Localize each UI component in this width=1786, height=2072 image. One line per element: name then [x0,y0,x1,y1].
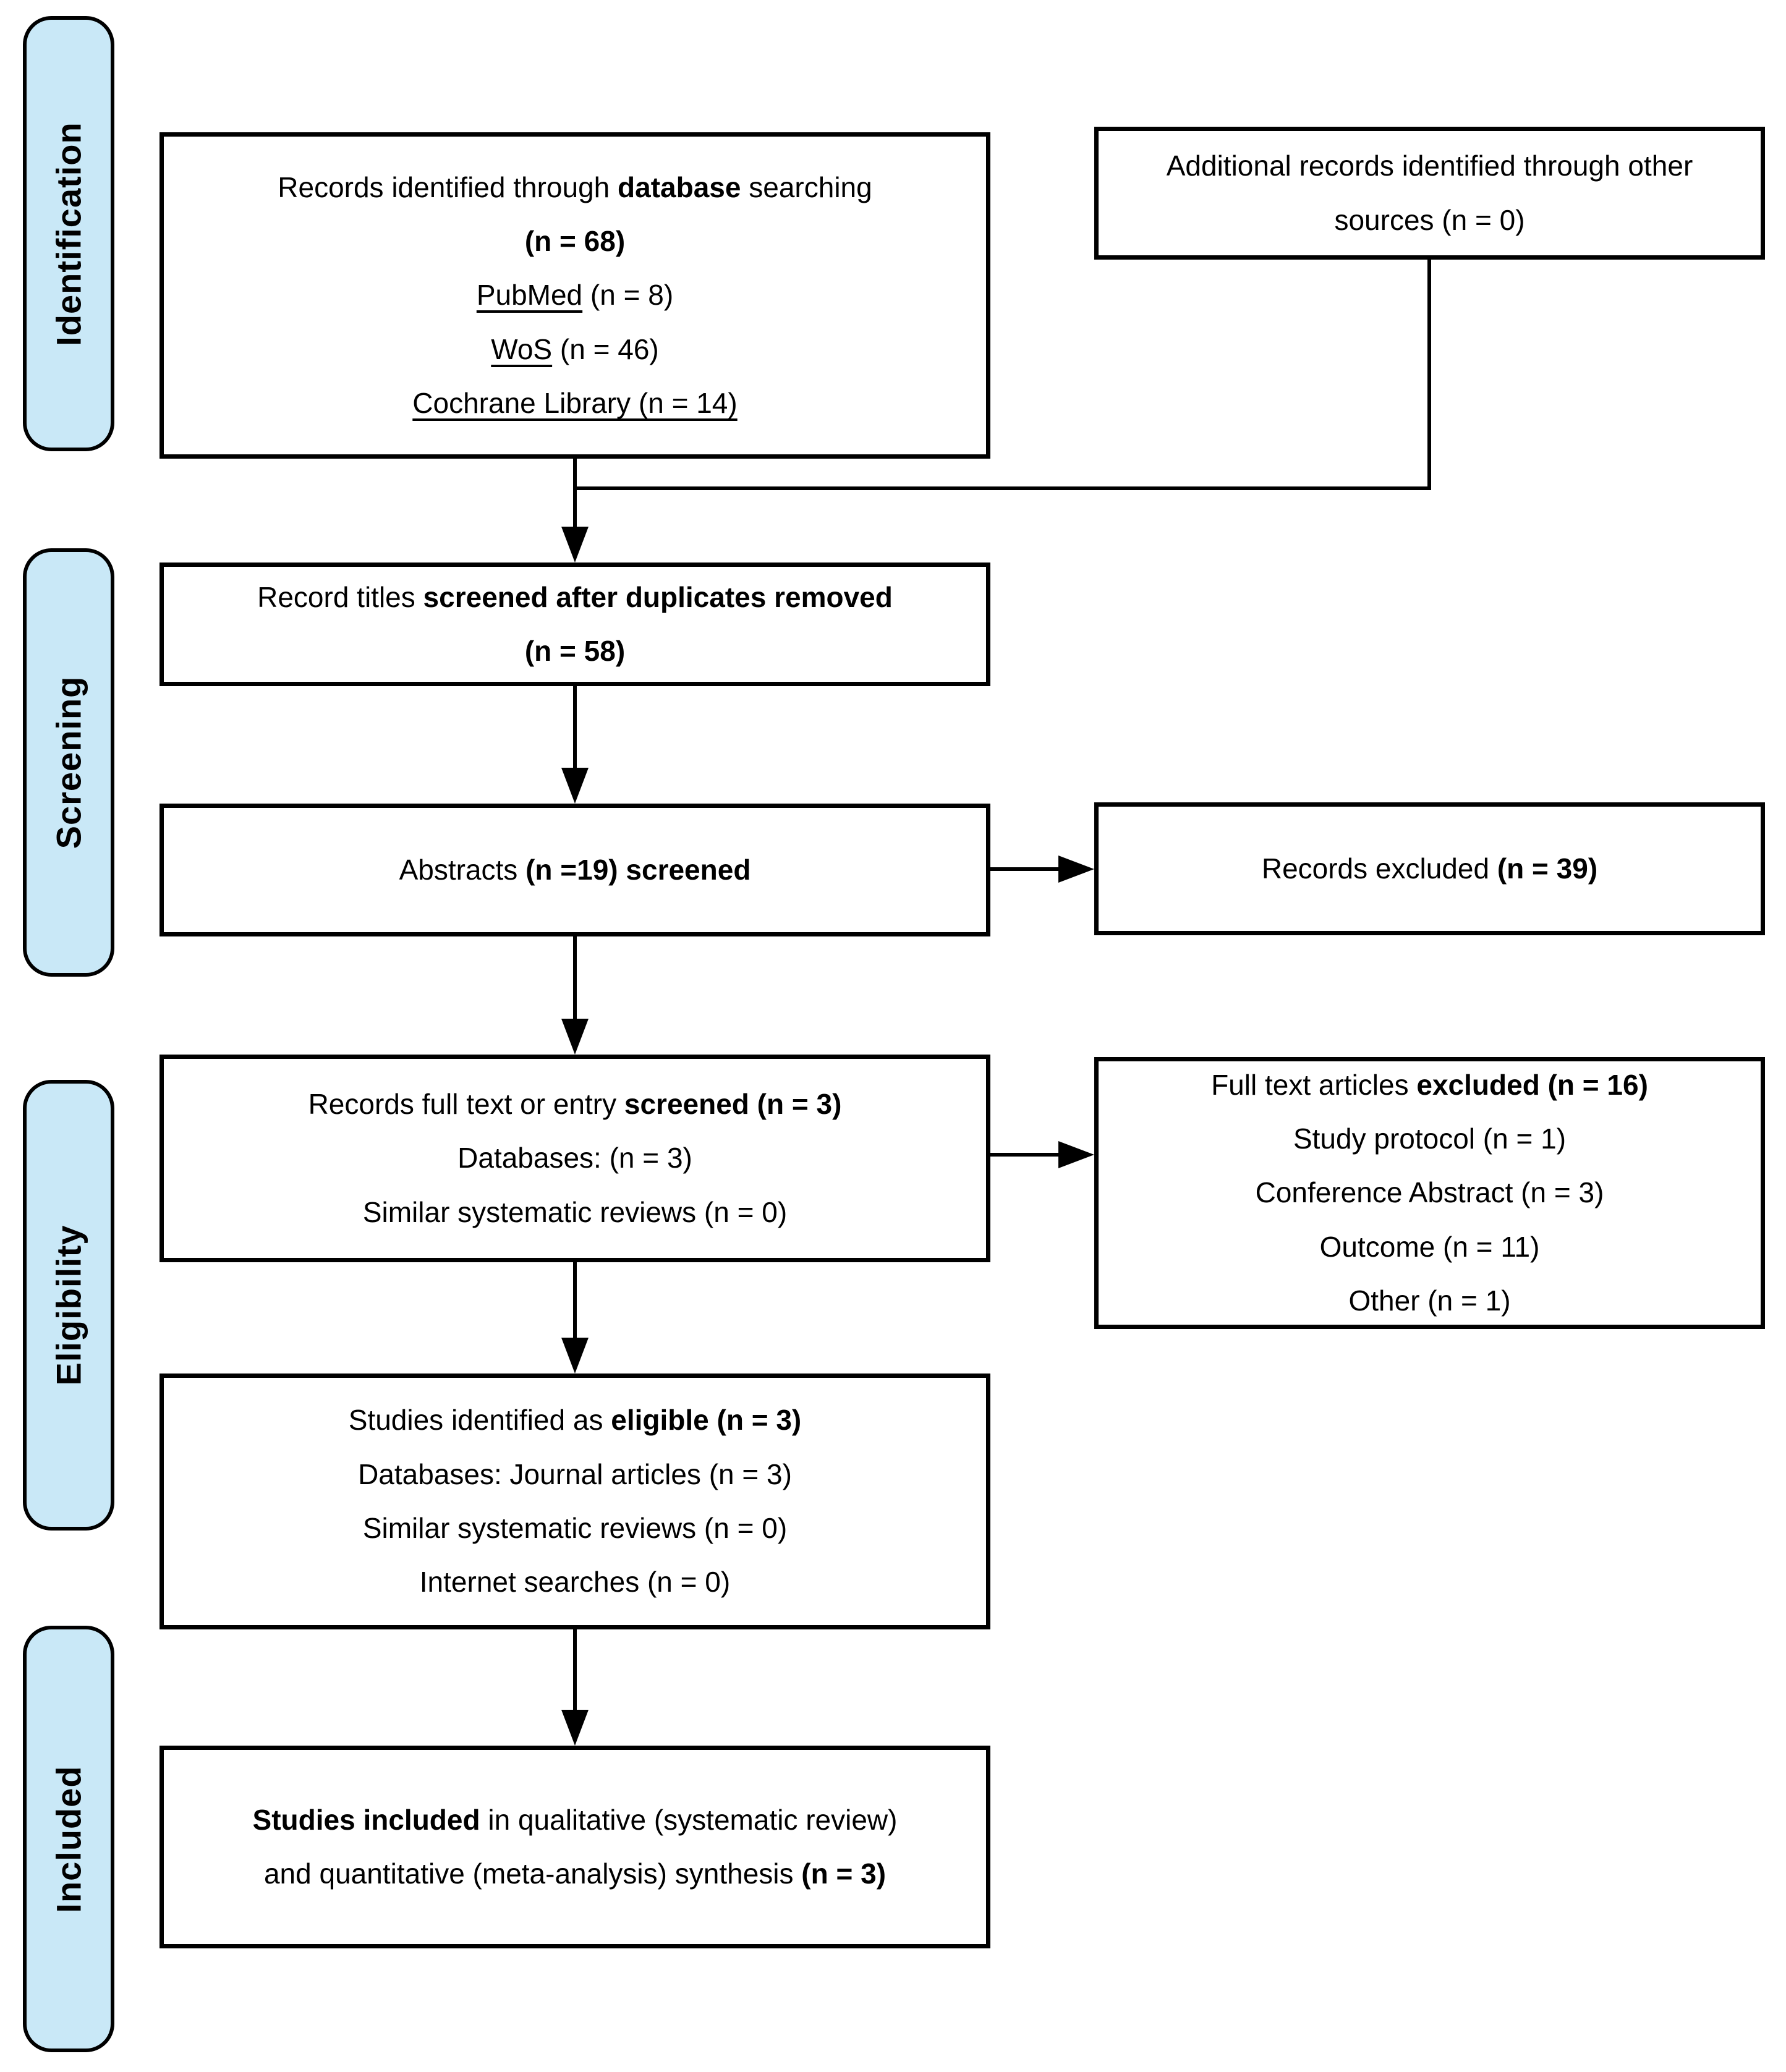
text-segment: (n = 46) [552,333,659,365]
abstracts-screened-line: Abstracts (n =19) screened [399,843,751,897]
text-segment: Records excluded [1261,852,1497,885]
text-segment: Studies identified as [348,1404,611,1437]
stage-label-included: Included [23,1626,114,2052]
records-identified-title-line: Records identified through database sear… [278,161,872,214]
arrowhead-into-fulltext-excluded [1058,1141,1094,1168]
text-segment-bold: database [618,171,741,203]
fulltext-excluded-protocol-line: Study protocol (n = 1) [1293,1122,1567,1155]
box-additional-records: Additional records identified through ot… [1094,127,1765,260]
titles-screened-title-line: Record titles screened after duplicates … [257,571,893,624]
connector-additional-records-join [575,260,1431,490]
arrowhead-into-abstracts-screened [561,768,589,804]
box-records-identified: Records identified through database sear… [159,132,990,459]
box-records-excluded: Records excluded (n = 39) [1094,802,1765,935]
records-identified-wos-line: WoS (n = 46) [491,323,658,376]
fulltext-screened-databases-line: Databases: (n = 3) [457,1142,692,1174]
fulltext-excluded-outcome-line: Outcome (n = 11) [1319,1230,1540,1263]
text-segment-bold: eligible (n = 3) [611,1404,802,1437]
text-segment-bold: (n =19) screened [525,853,751,886]
text-segment-underline: WoS [491,333,553,365]
text-segment: searching [741,171,872,203]
text-segment: Full text articles [1211,1068,1417,1101]
fulltext-excluded-title-line: Full text articles excluded (n = 16) [1211,1058,1648,1112]
text-segment-bold: screened after duplicates removed [423,580,893,613]
records-identified-cochrane-line: Cochrane Library (n = 14) [412,387,738,420]
box-included-studies: Studies included in qualitative (systema… [159,1746,990,1948]
arrowhead-into-titles-screened [561,527,589,563]
stage-label-eligibility: Eligibility [23,1080,114,1531]
box-fulltext-excluded: Full text articles excluded (n = 16) Stu… [1094,1057,1765,1329]
text-segment: Records full text or entry [308,1087,624,1120]
stage-label-text: Eligibility [49,1225,88,1386]
text-segment: Records identified through [278,171,618,203]
text-segment: Abstracts [399,853,526,886]
records-excluded-line: Records excluded (n = 39) [1262,842,1597,896]
arrowhead-into-eligible-studies [561,1338,589,1374]
stage-label-identification: Identification [23,16,114,451]
text-segment-bold: excluded (n = 16) [1416,1068,1648,1101]
stage-label-text: Screening [49,676,88,849]
arrowhead-into-records-excluded [1058,856,1094,883]
text-segment: (n = 8) [582,279,674,312]
fulltext-screened-title-line: Records full text or entry screened (n =… [308,1077,842,1131]
text-segment: Record titles [257,580,423,613]
text-segment-bold: Studies included [252,1803,480,1836]
text-segment-underline: PubMed [476,279,583,312]
text-segment-bold: (n = 3) [801,1858,887,1890]
arrowhead-into-included-studies [561,1710,589,1746]
box-eligible-studies: Studies identified as eligible (n = 3) D… [159,1374,990,1629]
text-segment-bold: screened (n = 3) [624,1087,842,1120]
additional-records-text: Additional records identified through ot… [1166,150,1693,236]
fulltext-excluded-other-line: Other (n = 1) [1348,1284,1511,1317]
stage-label-screening: Screening [23,548,114,977]
box-fulltext-screened: Records full text or entry screened (n =… [159,1055,990,1262]
eligible-studies-reviews-line: Similar systematic reviews (n = 0) [362,1512,788,1544]
titles-screened-count-line: (n = 58) [524,635,626,667]
box-abstracts-screened: Abstracts (n =19) screened [159,804,990,936]
stage-label-text: Identification [49,121,88,346]
included-studies-text: Studies included in qualitative (systema… [250,1793,899,1901]
text-segment-bold: (n = 39) [1497,852,1598,885]
records-identified-count-line: (n = 68) [524,224,626,257]
records-identified-pubmed-line: PubMed (n = 8) [477,268,673,322]
fulltext-screened-reviews-line: Similar systematic reviews (n = 0) [362,1195,788,1228]
eligible-studies-title-line: Studies identified as eligible (n = 3) [349,1393,802,1447]
box-titles-screened: Record titles screened after duplicates … [159,563,990,686]
eligible-studies-internet-line: Internet searches (n = 0) [419,1566,731,1599]
eligible-studies-databases-line: Databases: Journal articles (n = 3) [358,1458,792,1490]
fulltext-excluded-conference-line: Conference Abstract (n = 3) [1255,1176,1604,1209]
arrowhead-into-fulltext-screened [561,1019,589,1055]
stage-label-text: Included [49,1765,88,1913]
text-segment: in qualitative (systematic review) and q… [263,1803,898,1890]
